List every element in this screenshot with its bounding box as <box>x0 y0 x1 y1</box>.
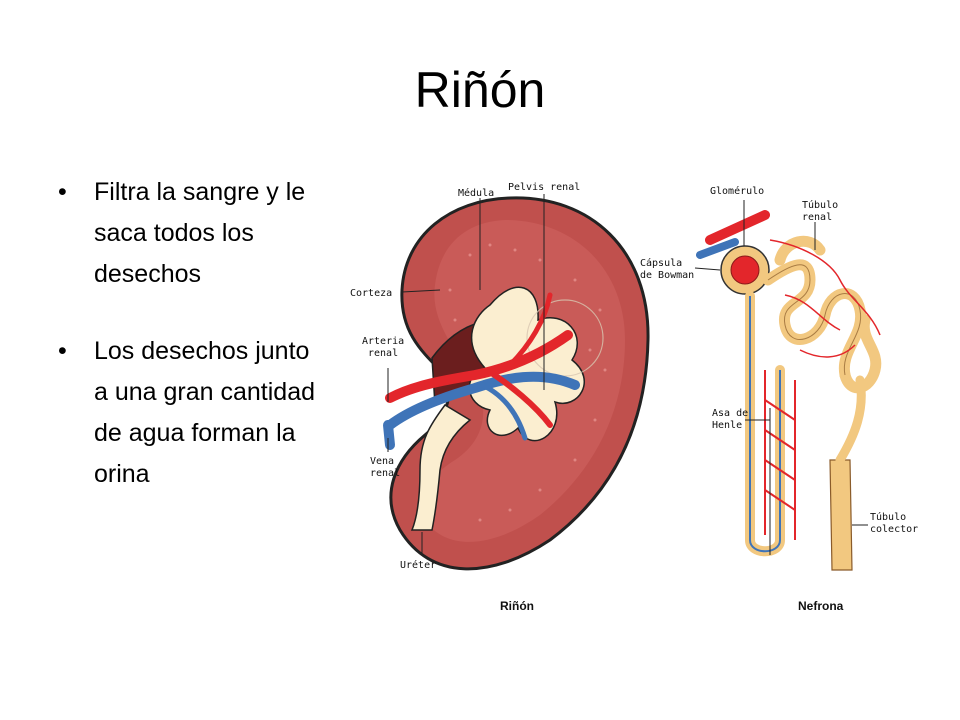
label-tubulo-renal-line1: Túbulo <box>802 199 838 211</box>
label-capsula-line1: Cápsula <box>640 257 682 269</box>
renal-vein <box>385 371 580 430</box>
slide-title: Riñón <box>414 62 546 118</box>
kidney-illustration: Médula Pelvis renal Corteza Arteria rena… <box>350 182 650 613</box>
label-tubulo-renal-line2: renal <box>802 212 832 223</box>
label-asa-line1: Asa de <box>712 408 748 419</box>
label-arteria-line1: Arteria <box>362 336 404 347</box>
label-pelvis-renal: Pelvis renal <box>508 182 580 193</box>
label-asa-line2: Henle <box>712 420 742 431</box>
renal-pyramid <box>526 299 604 377</box>
efferent-arteriole <box>696 238 739 259</box>
label-colector-line1: Túbulo <box>870 511 906 523</box>
label-colector-line2: colector <box>870 524 918 535</box>
bullet-text: Los desechos junto a una gran cantidad d… <box>94 337 316 488</box>
vasa-recta <box>764 370 796 540</box>
bullet-item: • Los desechos junto a una gran cantidad… <box>58 331 320 495</box>
label-capsula-line2: de Bowman <box>640 270 694 281</box>
bullet-item: • Filtra la sangre y le saca todos los d… <box>58 172 320 295</box>
label-ureter: Uréter <box>400 559 436 571</box>
nephron-illustration: Glomérulo Túbulo renal Cápsula de Bowman… <box>640 185 918 613</box>
glomerulus <box>730 255 760 285</box>
bullet-dot: • <box>58 337 67 365</box>
label-glomerulo: Glomérulo <box>710 185 764 197</box>
ureter <box>410 404 472 531</box>
afferent-arteriole <box>705 210 770 245</box>
caption-rinon: Riñón <box>500 599 534 613</box>
caption-nefrona: Nefrona <box>798 599 844 613</box>
label-vena-line1: Vena <box>370 456 394 467</box>
label-arteria-line2: renal <box>368 348 398 359</box>
label-medula: Médula <box>458 187 494 199</box>
bullet-text: Filtra la sangre y le saca todos los des… <box>94 178 306 288</box>
kidney-nephron-diagram: Médula Pelvis renal Corteza Arteria rena… <box>350 182 918 613</box>
bullet-dot: • <box>58 178 67 206</box>
label-corteza: Corteza <box>350 288 392 299</box>
label-vena-line2: renal <box>370 468 400 479</box>
bullet-list: • Filtra la sangre y le saca todos los d… <box>58 172 320 531</box>
renal-artery <box>385 330 573 403</box>
collecting-duct <box>829 459 853 571</box>
